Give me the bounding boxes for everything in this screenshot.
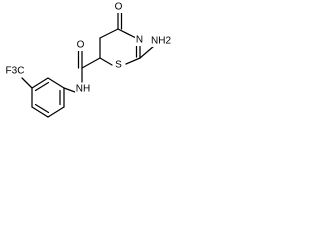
bond-ar4-ar5	[31, 106, 49, 118]
bond-ar-inner-2	[34, 103, 50, 114]
atom-sulfur-ring: S	[114, 60, 123, 71]
sulfur-ring-label: S	[115, 60, 122, 71]
bond-ar1-ar2	[47, 77, 65, 89]
atom-nitrogen-ring: N	[135, 35, 144, 46]
atom-nitrogen-amide: NH	[75, 84, 91, 95]
bond-ar5-ar6	[47, 106, 65, 118]
atom-trifluoromethyl: F3C	[4, 66, 26, 77]
nitrogen-ring-label: N	[136, 35, 143, 46]
atom-amino-group: NH2	[150, 36, 172, 47]
bond-ar-inner-1	[34, 81, 50, 92]
bond-c5-c4	[99, 28, 119, 39]
bond-c6-carbonyl	[81, 57, 101, 69]
bond-c2-s	[125, 57, 141, 65]
oxygen-ketone-label: O	[115, 2, 123, 13]
trifluoromethyl-label: F3C	[6, 66, 25, 77]
oxygen-amide-label: O	[77, 40, 85, 51]
atom-oxygen-amide: O	[76, 40, 85, 51]
nitrogen-amide-label: NH	[76, 84, 90, 95]
bond-c4-n3	[117, 28, 137, 39]
bond-ar2-ar3	[31, 77, 49, 89]
atom-oxygen-ketone: O	[114, 2, 123, 13]
amino-group-label: NH2	[151, 36, 171, 47]
bond-layer	[21, 11, 155, 118]
bond-s-c6	[99, 57, 113, 66]
molecule-diagram: O N NH2 S O NH F3C	[4, 2, 172, 118]
atom-labels: O N NH2 S O NH F3C	[4, 2, 172, 95]
bond-nh-ring	[63, 87, 76, 93]
bond-ar3-cf3	[21, 77, 33, 89]
bond-c2-nh2	[139, 45, 155, 59]
